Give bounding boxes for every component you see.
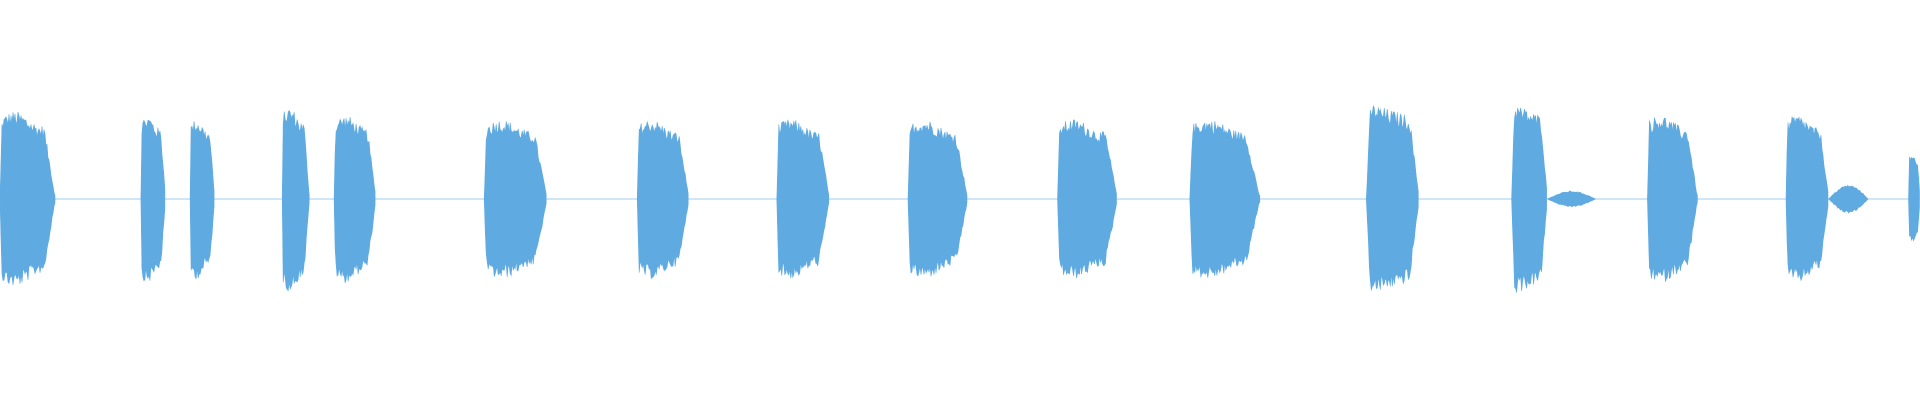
waveform-burst bbox=[1189, 121, 1261, 278]
waveform-segments bbox=[0, 105, 1920, 293]
waveform-tail bbox=[1546, 190, 1597, 208]
waveform-burst bbox=[483, 121, 547, 277]
waveform-burst bbox=[1511, 107, 1547, 293]
waveform-burst bbox=[776, 119, 830, 279]
waveform-burst bbox=[140, 119, 166, 282]
waveform-burst bbox=[333, 117, 376, 283]
waveform-burst bbox=[1057, 119, 1117, 279]
waveform-burst bbox=[1647, 117, 1698, 282]
waveform-burst bbox=[189, 121, 215, 280]
waveform-burst bbox=[907, 121, 968, 277]
waveform-burst bbox=[1365, 105, 1419, 291]
waveform-burst bbox=[1908, 156, 1920, 242]
waveform-burst bbox=[1785, 116, 1829, 282]
waveform-burst bbox=[0, 111, 56, 285]
waveform-burst bbox=[281, 110, 310, 292]
waveform-tail bbox=[1828, 184, 1869, 214]
waveform-burst bbox=[636, 120, 689, 280]
